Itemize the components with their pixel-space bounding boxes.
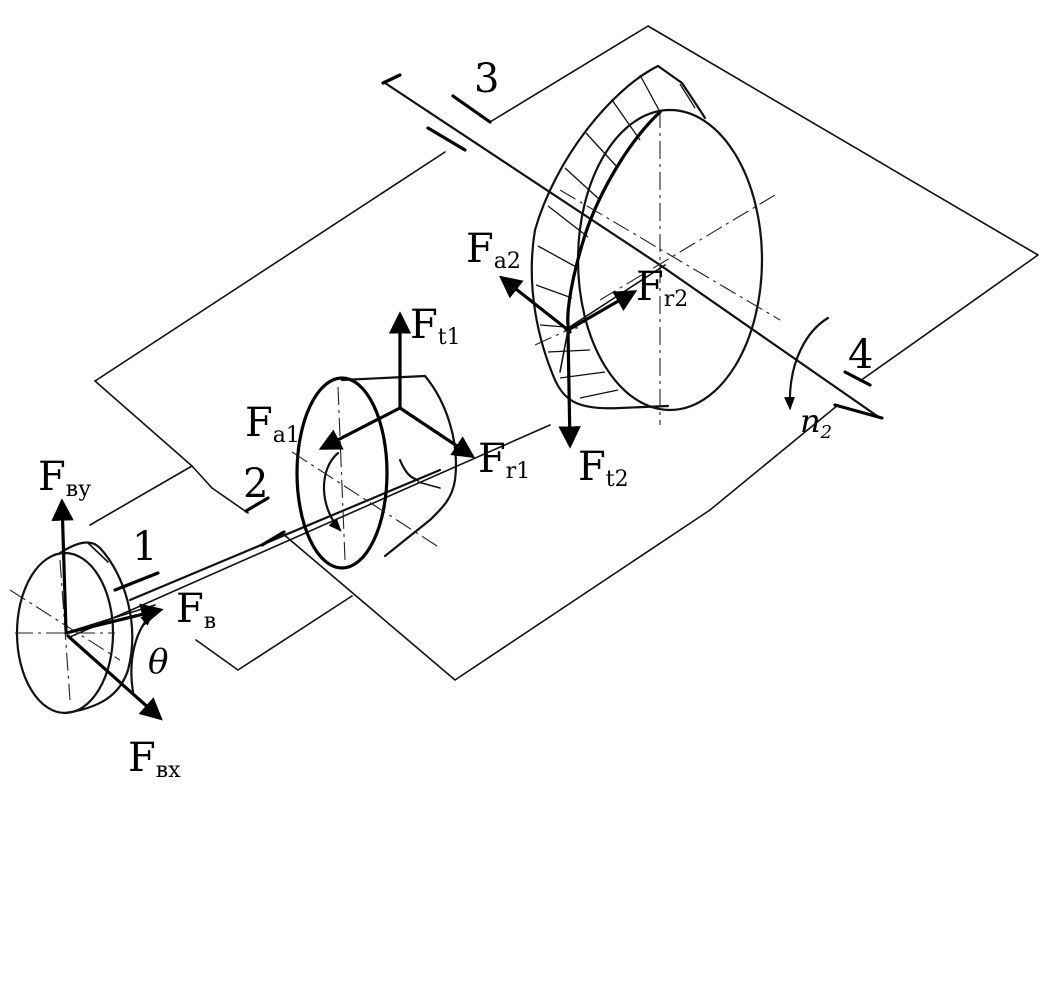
arrow-ft2 bbox=[558, 328, 581, 449]
label-ft1: Ft1 bbox=[410, 302, 461, 350]
horizontal-plane bbox=[89, 25, 1039, 681]
label-fb: Fв bbox=[176, 586, 216, 634]
arrow-fbx bbox=[66, 634, 163, 721]
label-n2: n2 bbox=[800, 402, 832, 443]
theta-arc bbox=[130, 612, 154, 694]
label-support-3: 3 bbox=[474, 56, 499, 102]
label-fa1: Fa1 bbox=[245, 400, 300, 448]
label-support-1: 1 bbox=[132, 524, 157, 570]
rotation-arrow-n2 bbox=[784, 316, 830, 411]
arrow-fa2 bbox=[499, 275, 570, 332]
labels: 1 2 3 4 Fву Fвх Fв θ Ft1 Fa1 Fr1 Fa2 Fr2… bbox=[38, 56, 873, 783]
label-fby: Fву bbox=[38, 454, 91, 502]
arrow-fby bbox=[51, 498, 74, 632]
support-marks bbox=[113, 73, 884, 592]
label-ft2: Ft2 bbox=[578, 444, 629, 492]
arrow-fr2 bbox=[566, 290, 638, 332]
label-fbx: Fвх bbox=[128, 735, 181, 783]
label-theta: θ bbox=[148, 642, 168, 682]
label-fr1: Fr1 bbox=[478, 436, 530, 484]
arrow-fr1 bbox=[398, 406, 476, 459]
label-fr2: Fr2 bbox=[636, 264, 688, 312]
bevel-pinion bbox=[291, 374, 457, 570]
label-support-4: 4 bbox=[848, 332, 873, 378]
shaft-line bbox=[9, 81, 882, 661]
label-support-2: 2 bbox=[243, 461, 268, 507]
force-arrows bbox=[51, 275, 830, 721]
arrow-fa1 bbox=[318, 406, 402, 450]
label-fa2: Fa2 bbox=[466, 226, 521, 274]
